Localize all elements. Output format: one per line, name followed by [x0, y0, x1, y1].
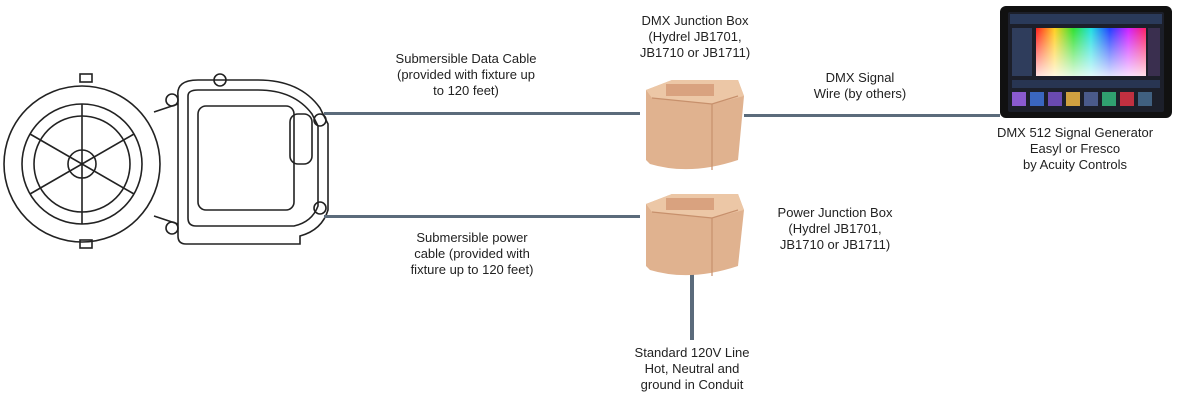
line-power-line-text: Standard 120V Line	[634, 345, 750, 360]
fixture-housing	[79, 73, 329, 249]
power-junction-box-line: (Hydrel JB1701,	[788, 221, 882, 236]
dmx-signal-wire-label: DMX Signal Wire (by others)	[780, 70, 940, 102]
data-cable-line-text: (provided with fixture up	[396, 67, 535, 82]
line-power-conduit	[690, 274, 694, 340]
data-cable-label: Submersible Data Cable (provided with fi…	[366, 51, 566, 99]
signal-generator-label: DMX 512 Signal Generator Easyl or Fresco…	[980, 125, 1170, 173]
power-junction-box-line: JB1710 or JB1711)	[779, 237, 891, 252]
power-junction-box-label: Power Junction Box (Hydrel JB1701, JB171…	[750, 205, 920, 253]
line-power-line-text: Hot, Neutral and	[644, 361, 740, 376]
signal-generator-line-text: DMX 512 Signal Generator	[996, 125, 1154, 140]
dmx-junction-box-label: DMX Junction Box (Hydrel JB1701, JB1710 …	[605, 13, 785, 61]
dmx-junction-box-title: DMX Junction Box	[641, 13, 749, 28]
dmx-signal-wire-line	[744, 114, 1000, 117]
signal-generator-line-text: Easyl or Fresco	[1029, 141, 1121, 156]
data-cable-line-text: Submersible Data Cable	[395, 51, 537, 66]
power-cable-line-text: fixture up to 120 feet)	[410, 262, 534, 277]
power-junction-box-title: Power Junction Box	[777, 205, 893, 220]
dmx-controller-image	[1000, 6, 1172, 118]
dmx-junction-box-line: (Hydrel JB1701,	[648, 29, 742, 44]
data-cable-line-text: to 120 feet)	[433, 83, 499, 98]
signal-generator-line-text: by Acuity Controls	[1022, 157, 1128, 172]
fixture-lens	[3, 85, 161, 243]
line-power-line-text: ground in Conduit	[640, 377, 744, 392]
cables	[324, 112, 1000, 340]
power-cable-label: Submersible power cable (provided with f…	[372, 230, 572, 278]
power-cable-line-text: cable (provided with	[414, 246, 530, 261]
power-cable-line-text: Submersible power	[416, 230, 528, 245]
power-cable-line	[324, 215, 640, 218]
data-cable-line	[324, 112, 640, 115]
dmx-signal-wire-line-text: DMX Signal	[825, 70, 895, 85]
dmx-junction-box-line: JB1710 or JB1711)	[639, 45, 751, 60]
dmx-junction-box-image	[646, 80, 744, 170]
power-junction-box-image	[646, 194, 744, 276]
line-power-label: Standard 120V Line Hot, Neutral and grou…	[602, 345, 782, 393]
dmx-signal-wire-line-text: Wire (by others)	[813, 86, 907, 101]
